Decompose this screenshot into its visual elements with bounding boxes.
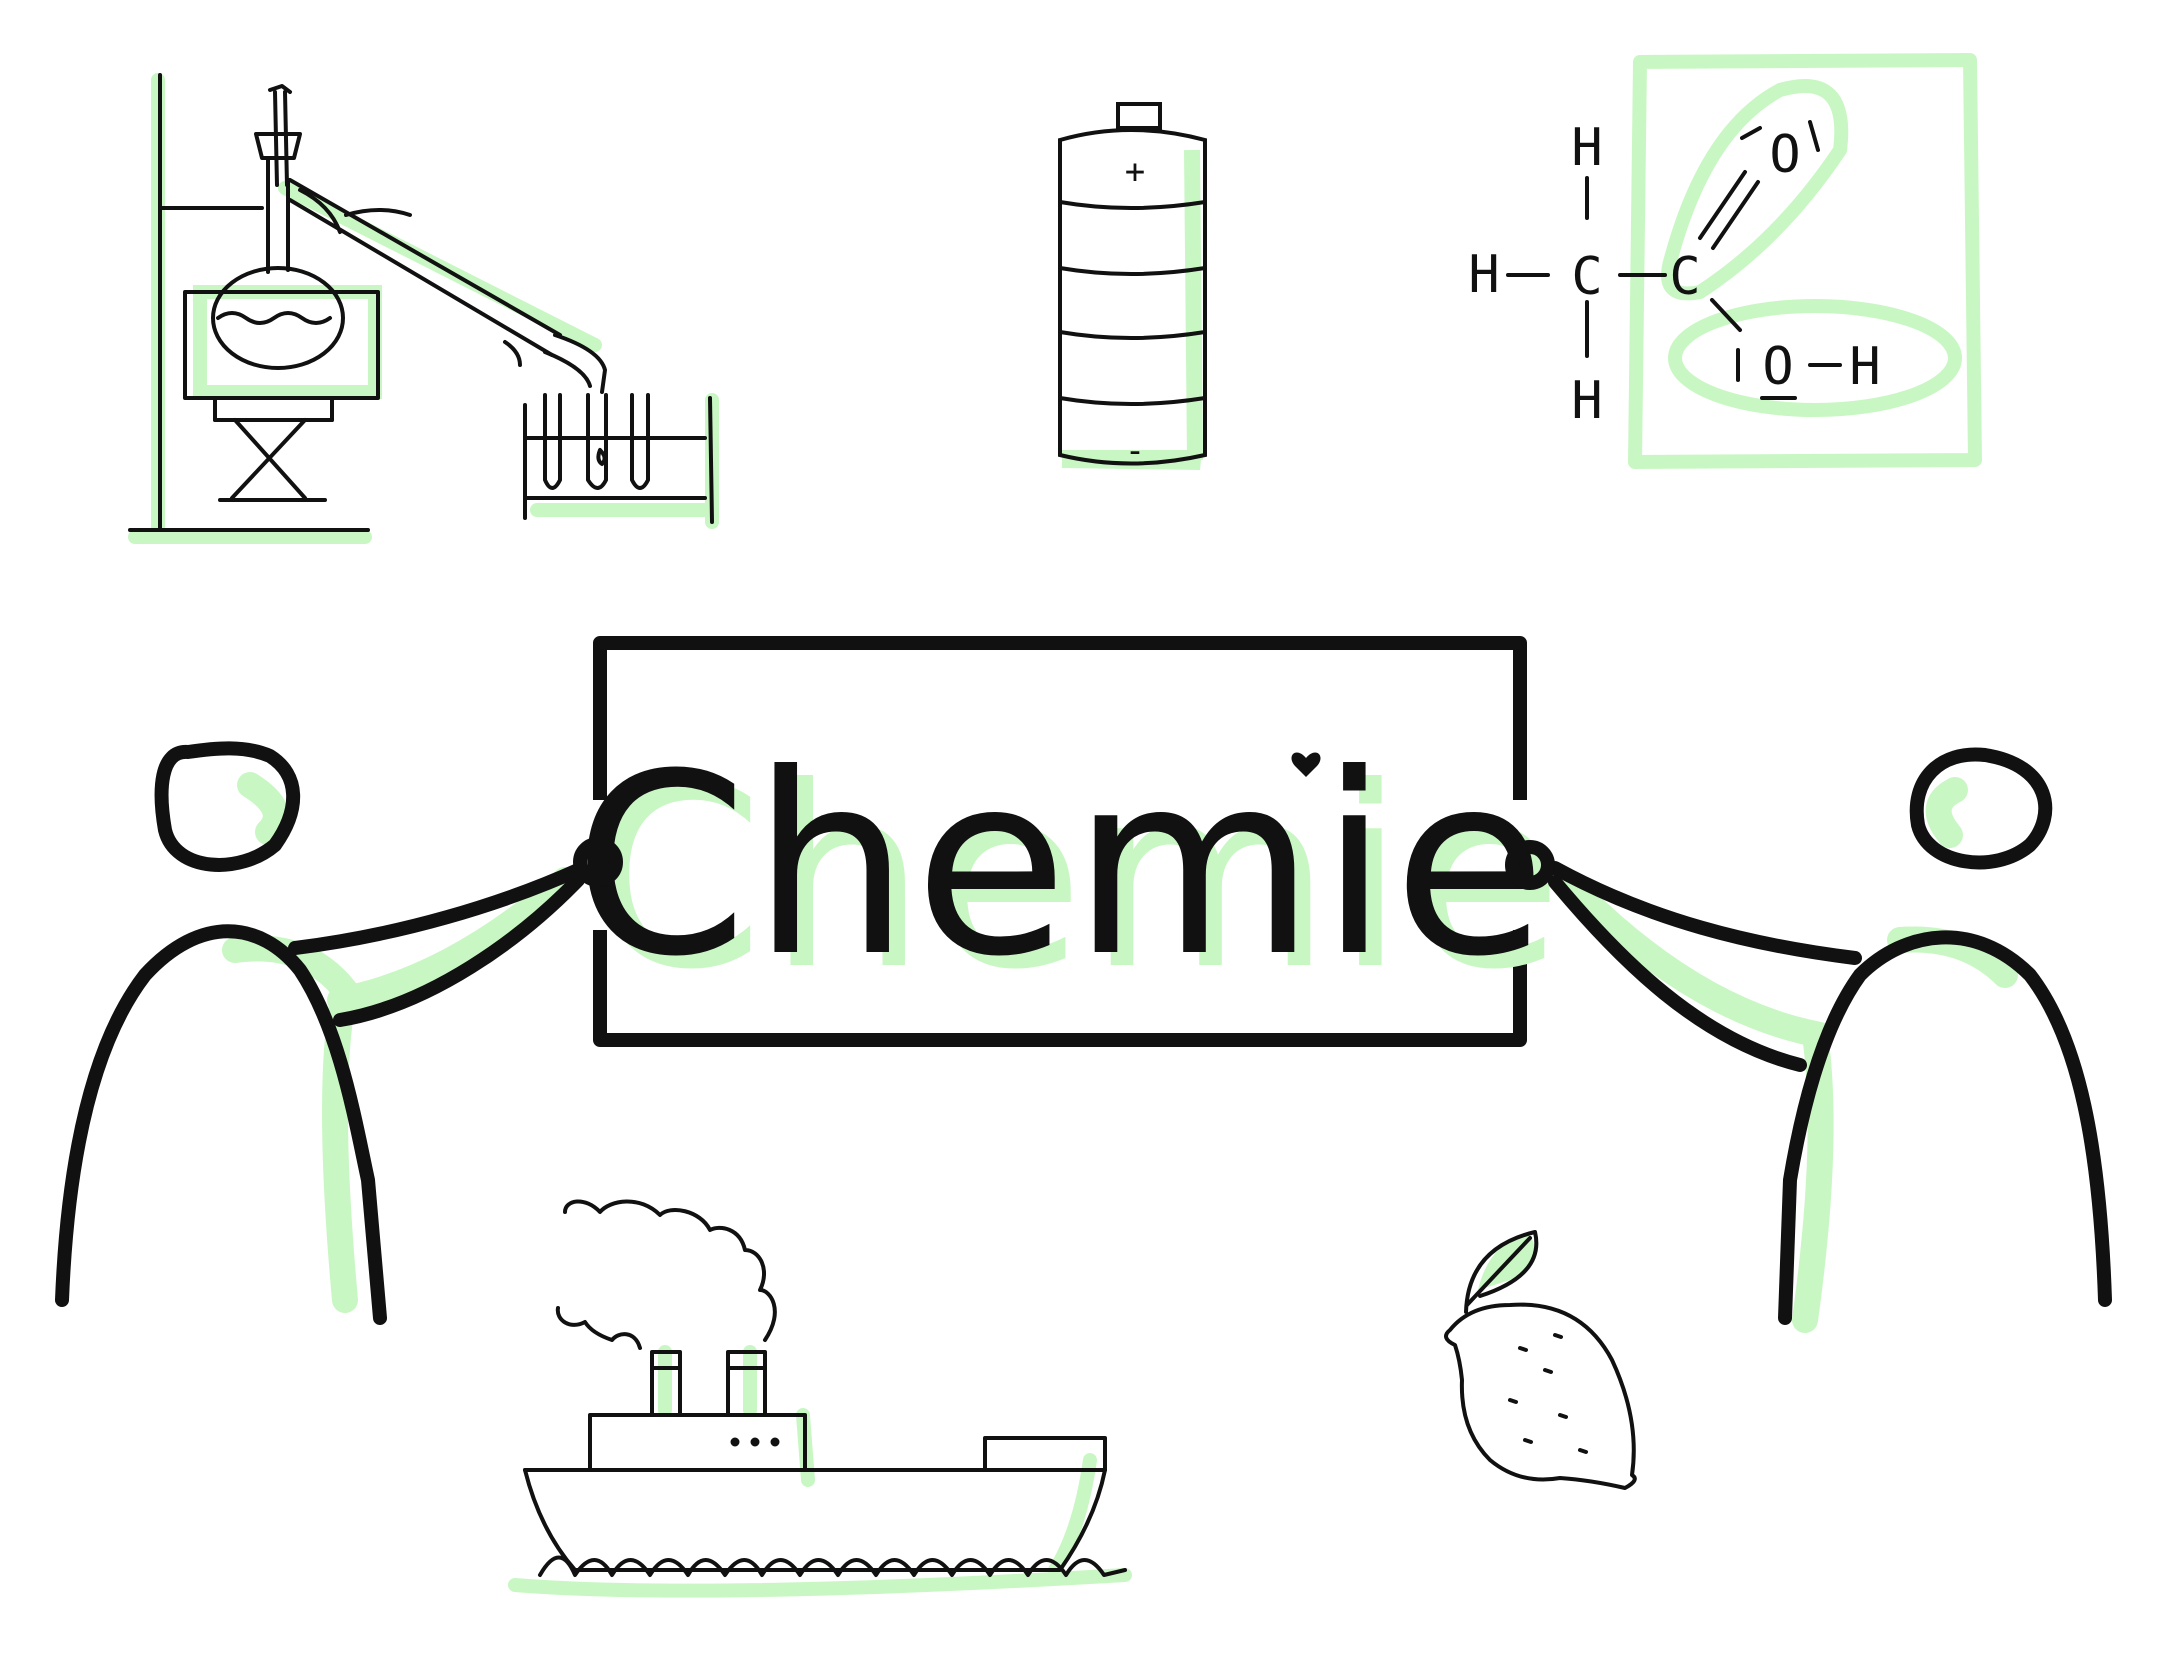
battery-minus-text: - [1125, 431, 1145, 471]
c2-text: C [1669, 247, 1700, 307]
o-bottom-text: O [1762, 337, 1793, 397]
acetic-acid-formula-icon: H H C H C O O H [1468, 53, 1982, 469]
heart-icon [1291, 752, 1321, 777]
distillation-apparatus-icon [128, 73, 719, 544]
sign-title: Chemie [573, 720, 1551, 1011]
steamship-icon [508, 1199, 1132, 1598]
battery-plus-text: + [1125, 152, 1145, 192]
h-right-text: H [1849, 337, 1880, 397]
c1-text: C [1571, 247, 1602, 307]
h-top-text: H [1571, 118, 1602, 178]
person-left-figure [55, 741, 623, 1325]
lemon-icon [1444, 1230, 1637, 1490]
h-left-text: H [1468, 245, 1499, 305]
o-top-text: O [1769, 125, 1800, 185]
title-sign: Chemie Chemie [573, 636, 1567, 1047]
sign-title-shadow: Chemie [589, 733, 1567, 1024]
person-right-figure [1505, 747, 2112, 1333]
battery-icon: + - [1058, 102, 1207, 471]
h-bottom-text: H [1571, 371, 1602, 431]
